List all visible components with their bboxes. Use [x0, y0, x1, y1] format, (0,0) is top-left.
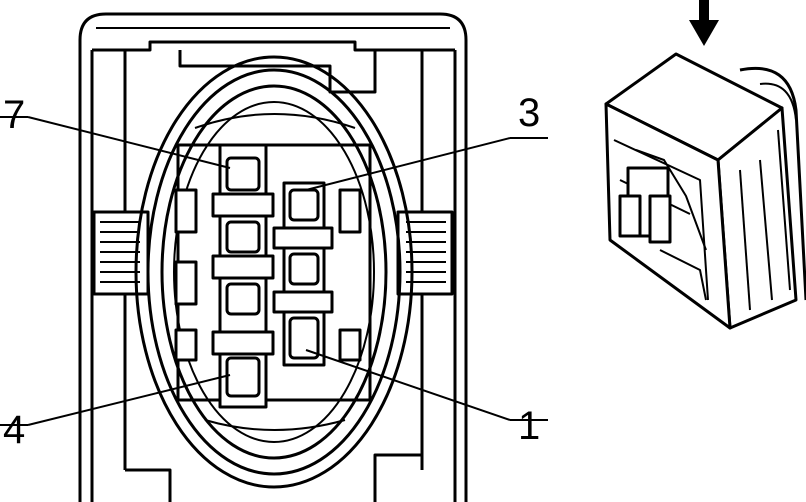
connector-isometric-view: [604, 52, 806, 330]
pin-label-7: 7: [3, 93, 26, 137]
pin-label-3: 3: [518, 91, 541, 135]
pin-label-4: 4: [3, 408, 26, 452]
connector-front-view: [78, 12, 468, 502]
pin-label-1: 1: [518, 404, 541, 448]
leader-lines: [0, 116, 548, 426]
pin-column-left: [211, 143, 275, 409]
arrow-down-icon: [689, 0, 719, 46]
pin-column-right: [272, 181, 334, 367]
right-latch: [396, 210, 454, 296]
seal-rings: [134, 55, 414, 489]
